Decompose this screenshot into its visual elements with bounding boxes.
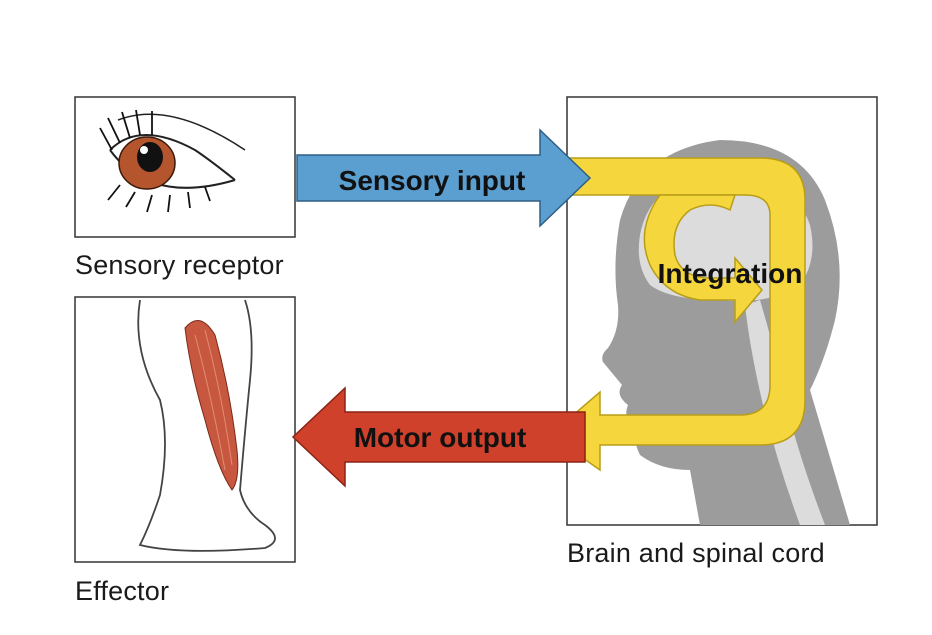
sensory-input-label: Sensory input [339, 165, 526, 196]
sensory-receptor-panel [74, 96, 296, 238]
integration-label: Integration [658, 258, 803, 289]
muscle-icon [184, 320, 239, 491]
motor-output-arrow: Motor output [291, 386, 586, 488]
brain-spinal-cord-caption: Brain and spinal cord [567, 538, 825, 568]
leg-icon [137, 299, 276, 552]
effector-caption: Effector [75, 576, 170, 606]
effector-panel [74, 296, 296, 563]
sensory-receptor-caption: Sensory receptor [75, 250, 284, 280]
eye-icon [99, 109, 246, 213]
motor-output-label: Motor output [354, 422, 527, 453]
sensory-input-arrow: Sensory input [296, 128, 592, 228]
